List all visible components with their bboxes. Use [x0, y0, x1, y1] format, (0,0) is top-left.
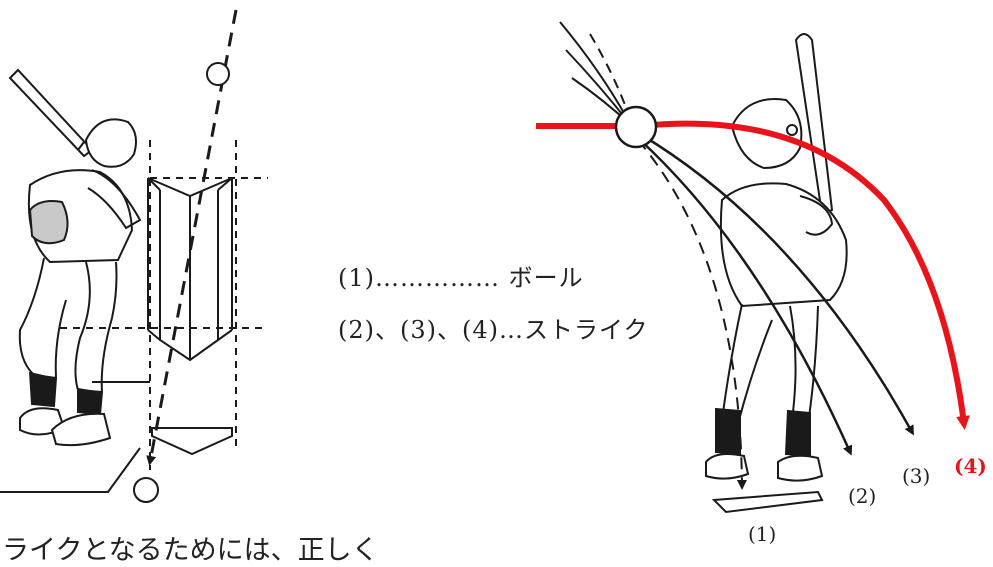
pitch-path-2 — [637, 137, 853, 456]
pitch-label-2: (2) — [848, 484, 877, 508]
legend-strike: (2)、(3)、(4)…ストライク — [338, 316, 649, 344]
pitch-label-1: (1) — [748, 522, 777, 546]
caption-text: ライクとなるためには、正しく — [2, 535, 379, 566]
breaking-pitches — [536, 21, 970, 490]
pitch-trajectory-left — [133, 9, 238, 503]
pitch-label-3: (3) — [902, 464, 931, 488]
legend-ball: (1)…………… ボール — [338, 264, 584, 292]
left-batter-illustration — [0, 68, 150, 493]
ball-top-left — [206, 62, 230, 86]
ball-right — [614, 105, 658, 149]
right-batter-illustration — [705, 33, 848, 514]
pitch-path-3 — [639, 132, 914, 436]
ball-bottom-left — [133, 477, 159, 503]
strike-zone — [60, 140, 268, 470]
pitch-path-1 — [637, 139, 747, 490]
pitch-path-4 — [536, 120, 970, 430]
pitch-label-4: (4) — [954, 454, 987, 478]
